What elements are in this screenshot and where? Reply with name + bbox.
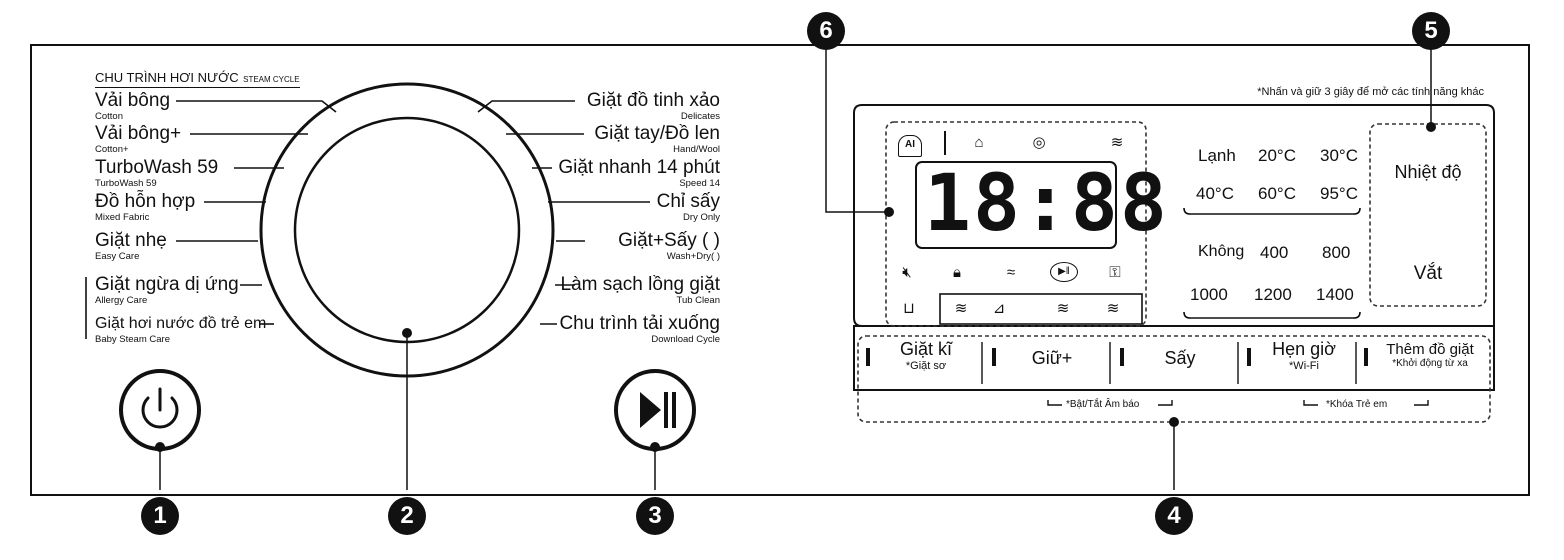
spin-value: Không [1198,243,1245,260]
temp-button[interactable]: Nhiệt độ [1394,162,1462,182]
mute-icon: 🔇︎ [902,264,912,281]
divider [944,131,946,155]
program-dial-inner [293,116,521,344]
spin-value: 1000 [1190,285,1228,304]
program-item[interactable]: Giặt+Sấy ( )Wash+Dry( ) [618,230,720,263]
temp-value: 30°C [1320,146,1358,165]
dry-shirt-icon: ≋ [1110,134,1124,151]
temp-value: 20°C [1258,146,1296,165]
steam-shirt-icon: ⌂ [974,134,984,151]
ai-icon: AI [898,135,922,157]
button-strip [853,325,1495,391]
delay-button[interactable]: Hẹn giờ *Wi-Fi [1272,339,1336,372]
temp-value: 95°C [1320,184,1358,203]
spin-value: 400 [1260,243,1289,262]
intensive-button[interactable]: Giặt kĩ *Giặt sơ [899,339,952,372]
callout-3: 3 [636,497,674,535]
spin-value: 1200 [1254,285,1292,304]
keep-button[interactable]: Giữ+ [1031,348,1073,368]
spin-button[interactable]: Vắt [1413,263,1443,284]
callout-1: 1 [141,497,179,535]
button-dividers [981,342,1357,384]
remote-start-icon: ▶︎‖ [1050,262,1078,282]
child-lock-icon: ⚿ [1109,264,1121,281]
timer-shirt-icon: ≋ [1106,300,1120,317]
left-program-lines [85,100,337,339]
wifi-icon: ≈ [1006,264,1016,281]
right-program-lines [477,100,650,325]
spin-value: 1400 [1316,285,1354,304]
door-lock-icon: 🔒︎ [953,264,961,281]
sound-combo-label: *Bật/Tắt Âm báo [1066,399,1140,410]
hold-note: *Nhấn và giữ 3 giây để mở các tính năng … [1257,86,1484,98]
child-lock-combo-label: *Khóa Trẻ em [1326,399,1388,410]
add-item-button[interactable]: Thêm đồ giặt *Khởi động từ xa [1386,341,1474,369]
play-pause-icon [640,392,676,428]
time-digits: 18:88 [924,159,1169,249]
display-frame [853,104,1495,327]
power-icon [141,387,179,429]
wash-shirt-icon: ≋ [954,300,968,317]
iron-icon: ⊿ [992,300,1006,317]
callout-6: 6 [807,12,845,50]
callout-5: 5 [1412,12,1450,50]
temp-value: 40°C [1196,184,1234,203]
callout-2: 2 [388,497,426,535]
display-dashed-region [885,121,1147,327]
temp-shirt-icon: ≋ [1056,300,1070,317]
time-display [915,161,1117,249]
steam-cycle-heading: CHU TRÌNH HƠI NƯỚC STEAM CYCLE [95,69,300,88]
button-markers [866,348,1368,366]
program-item[interactable]: Vải bông+Cotton+ [95,123,182,156]
dry-button[interactable]: Sấy [1164,348,1196,368]
tub-clean-icon: ◎ [1032,134,1046,151]
temp-value: 60°C [1258,184,1296,203]
spin-value: 800 [1322,243,1351,262]
temp-value: Lạnh [1198,146,1236,165]
callout-4: 4 [1155,497,1193,535]
control-panel [30,44,1530,496]
detergent-icon: ⊔ [903,300,915,317]
